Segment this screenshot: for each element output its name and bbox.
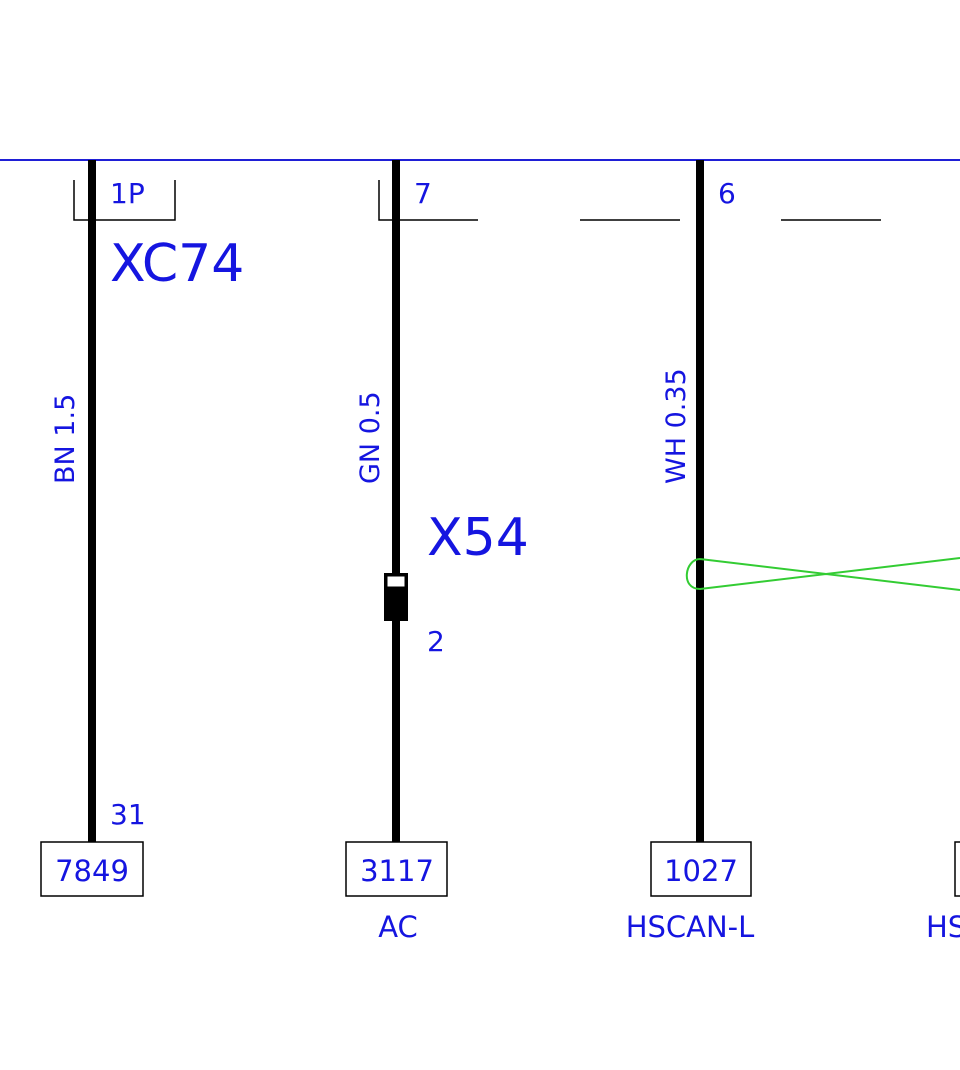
inline-pin-label-2: 2 xyxy=(427,625,445,658)
connector-bracket-7 xyxy=(378,180,478,221)
circuit-number-3117: 3117 xyxy=(360,854,434,888)
inline-connector-x54-pin xyxy=(386,575,406,588)
signal-label-partial: HS xyxy=(926,910,960,944)
circuit-number-1027: 1027 xyxy=(664,854,738,888)
wire-spec-gn-0-5: GN 0.5 xyxy=(355,391,386,484)
connector-bracket-1p xyxy=(73,180,176,221)
connector-label-x54: X54 xyxy=(427,508,529,568)
pin-label-31: 31 xyxy=(110,798,146,831)
circuit-number-7849: 7849 xyxy=(55,854,129,888)
pin-label-6: 6 xyxy=(718,177,736,210)
twisted-pair-marker xyxy=(685,557,960,591)
signal-label-ac: AC xyxy=(378,910,418,944)
signal-label-hscan-l: HSCAN-L xyxy=(626,910,755,944)
pin-label-7: 7 xyxy=(414,177,432,210)
circuit-box-7849 xyxy=(40,841,144,897)
circuit-box-3117 xyxy=(345,841,448,897)
connector-label-xc74: XC74 xyxy=(110,234,244,294)
circuit-box-1027 xyxy=(650,841,752,897)
circuit-box-partial xyxy=(954,841,960,897)
pin-label-1p: 1P xyxy=(110,177,145,210)
wire-spec-bn-1-5: BN 1.5 xyxy=(50,394,81,484)
wire-spec-wh-0-35: WH 0.35 xyxy=(661,368,692,484)
